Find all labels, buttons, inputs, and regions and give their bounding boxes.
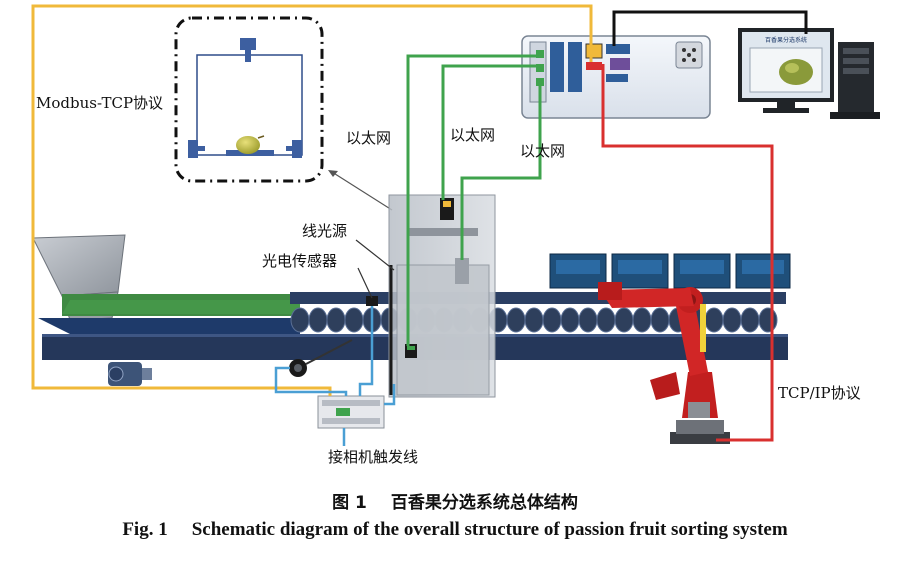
- conveyor-roller: [632, 307, 652, 333]
- conveyor-roller: [344, 307, 364, 333]
- photoelectric-sensor-label: 光电传感器: [262, 252, 338, 270]
- camera-trigger-label: 接相机触发线: [328, 448, 419, 466]
- line-light-pointer: [355, 239, 395, 271]
- inset-pointer-arrow: [331, 171, 393, 211]
- encoder-signal-line: [274, 366, 348, 396]
- conveyor-roller: [722, 307, 742, 333]
- sorting-bins: [549, 253, 791, 289]
- conveyor-roller: [758, 307, 778, 333]
- passion-fruit-icon: [236, 136, 260, 154]
- modbus-tcp-label: Modbus-TCP协议: [36, 94, 164, 112]
- plc-chamber-line: [384, 384, 396, 406]
- motor-icon: [108, 362, 152, 386]
- display-cable-line: [612, 10, 808, 46]
- plc-icon: [317, 395, 385, 429]
- conveyor-roller: [578, 307, 598, 333]
- tcpip-line: [601, 64, 774, 442]
- ethernet-line-2: [441, 64, 540, 200]
- conveyor-roller: [740, 307, 760, 333]
- conveyor-roller: [596, 307, 616, 333]
- figure-caption-en: Fig. 1 Schematic diagram of the overall s…: [0, 519, 910, 541]
- sensor-pointer: [357, 267, 373, 299]
- ethernet-label-3: 以太网: [520, 142, 566, 160]
- photoelectric-sensor-icon: [366, 296, 378, 306]
- ethernet-line-1: [406, 54, 540, 346]
- line-light-label: 线光源: [302, 222, 348, 240]
- ethernet-line-3: [460, 80, 542, 260]
- figure-number-zh: 图 1: [332, 493, 367, 513]
- robot-arm: [598, 282, 730, 444]
- conveyor-roller: [524, 307, 544, 333]
- conveyor-roller: [650, 307, 670, 333]
- figure-number-en: Fig. 1: [122, 519, 168, 540]
- ethernet-label-2: 以太网: [450, 126, 496, 144]
- sensor-signal-line: [358, 306, 374, 396]
- conveyor-roller: [308, 307, 328, 333]
- ethernet-label-1: 以太网: [346, 129, 392, 147]
- conveyor-roller: [542, 307, 562, 333]
- conveyor-roller: [326, 307, 346, 333]
- feed-belt: [38, 294, 300, 334]
- industrial-pc: [521, 35, 711, 119]
- conveyor-roller: [290, 307, 310, 333]
- conveyor-roller: [614, 307, 634, 333]
- monitor-screen-title: 百香果分选系统: [765, 36, 807, 44]
- computer-monitor: 百香果分选系统: [738, 28, 834, 113]
- system-diagram: 百香果分选系统: [31, 4, 880, 446]
- camera-detail-inset: [174, 16, 324, 183]
- encoder-icon: [289, 339, 353, 377]
- conveyor-roller: [560, 307, 580, 333]
- figure-title-zh: 百香果分选系统总体结构: [390, 493, 578, 513]
- camera-2-icon: [455, 258, 469, 284]
- vision-chamber: [388, 194, 496, 398]
- modbus-tcp-line: [31, 4, 593, 396]
- conveyor-roller: [506, 307, 526, 333]
- tcpip-protocol-label: TCP/IP协议: [778, 384, 861, 402]
- figure-caption-zh: 图 1 百香果分选系统总体结构: [0, 488, 910, 513]
- figure-title-en: Schematic diagram of the overall structu…: [191, 519, 788, 540]
- computer-tower: [830, 42, 880, 119]
- conveyor-roller: [704, 307, 724, 333]
